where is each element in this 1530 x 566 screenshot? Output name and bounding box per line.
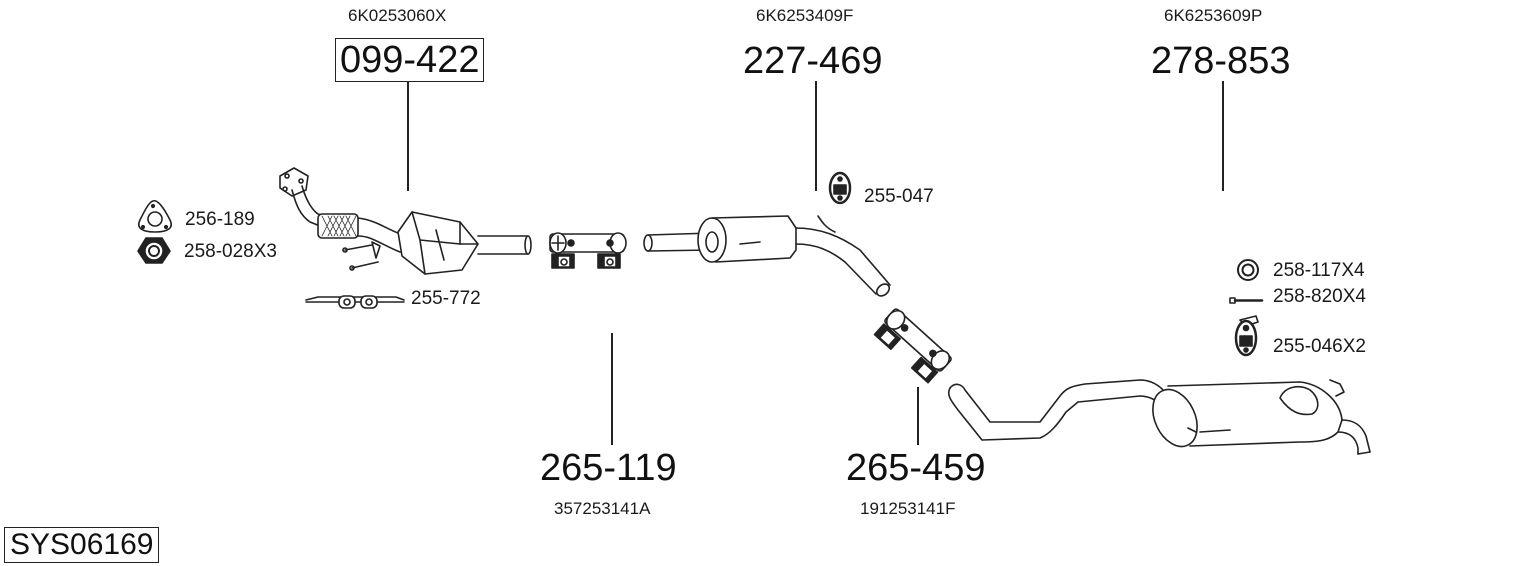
oem-number-265-459: 191253141F xyxy=(860,499,956,518)
rubber-hanger-icon[interactable] xyxy=(1234,315,1259,357)
oem-number-265-119: 357253141A xyxy=(554,499,651,518)
pipe-clamp-265-119[interactable] xyxy=(549,232,627,269)
part-number-265-459[interactable]: 265-459 xyxy=(846,447,986,489)
mounting-bracket-icon[interactable] xyxy=(305,295,405,309)
leader-line-265-119 xyxy=(611,333,613,445)
oem-number-278-853: 6K6253609P xyxy=(1164,6,1263,25)
leader-line-265-459 xyxy=(917,387,919,445)
part-number-227-469[interactable]: 227-469 xyxy=(743,40,883,82)
rubber-hanger-icon[interactable] xyxy=(828,171,852,205)
leader-line-227-469 xyxy=(815,81,817,191)
leader-line-099-422 xyxy=(407,81,409,191)
pipe-clamp-265-459[interactable] xyxy=(873,307,953,384)
accessory-label-258-028X3[interactable]: 258-028X3 xyxy=(184,241,277,262)
rear-silencer[interactable] xyxy=(947,379,1371,455)
accessory-label-256-189[interactable]: 256-189 xyxy=(185,209,255,230)
accessory-label-258-820X4[interactable]: 258-820X4 xyxy=(1273,286,1366,307)
accessory-label-255-772[interactable]: 255-772 xyxy=(411,288,481,309)
hex-nut-icon[interactable] xyxy=(137,237,171,264)
oem-number-227-469: 6K6253409F xyxy=(756,6,854,25)
oem-number-099-422: 6K0253060X xyxy=(348,6,447,25)
bolt-icon[interactable] xyxy=(1229,297,1264,304)
gasket-icon[interactable] xyxy=(138,200,172,233)
part-number-099-422[interactable]: 099-422 xyxy=(335,38,485,82)
part-number-265-119[interactable]: 265-119 xyxy=(540,447,677,489)
accessory-label-258-117X4[interactable]: 258-117X4 xyxy=(1273,260,1365,281)
catalytic-converter-front-pipe[interactable] xyxy=(279,167,532,275)
system-id-label: SYS06169 xyxy=(4,527,160,563)
part-number-278-853[interactable]: 278-853 xyxy=(1151,40,1291,82)
leader-line-278-853 xyxy=(1222,81,1224,191)
middle-silencer[interactable] xyxy=(643,215,892,298)
washer-icon[interactable] xyxy=(1237,259,1259,281)
accessory-label-255-047[interactable]: 255-047 xyxy=(864,186,934,207)
accessory-label-255-046X2[interactable]: 255-046X2 xyxy=(1273,336,1366,357)
